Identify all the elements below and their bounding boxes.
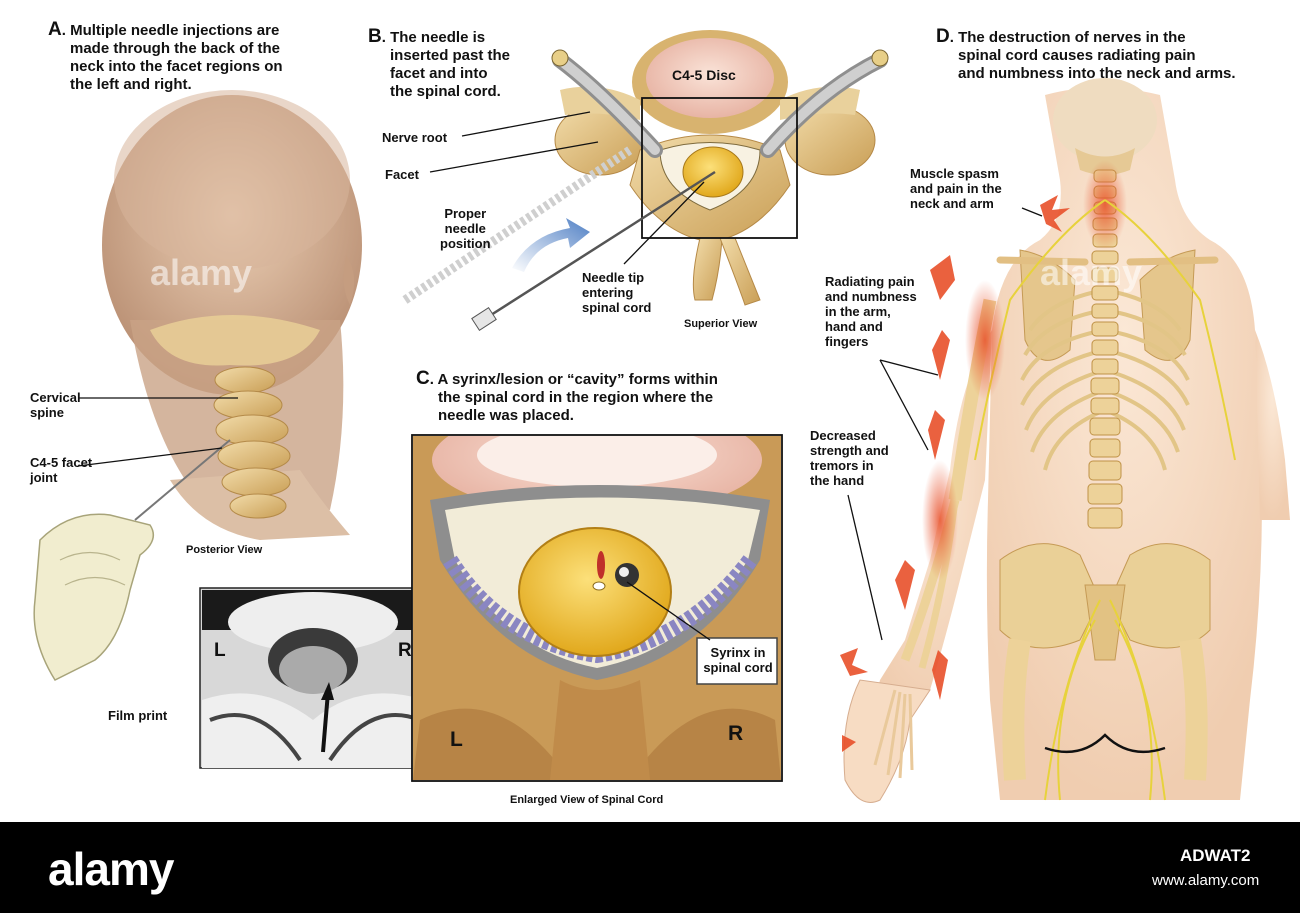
panel-b-letter: B (368, 26, 382, 47)
leader-nerve-root (461, 111, 591, 137)
label-radiating-pain: Radiating pain and numbness in the arm, … (825, 274, 917, 349)
caption-superior-view: Superior View (684, 318, 758, 330)
label-decreased-strength: Decreased strength and tremors in the ha… (810, 428, 889, 488)
label-needle-tip: Needle tip entering spinal cord (582, 270, 652, 315)
panel-b-heading: B. The needle is inserted past the facet… (368, 26, 511, 100)
label-facet: Facet (385, 167, 419, 182)
cord-left-marker: L (450, 728, 463, 751)
watermark-footer-bar (0, 822, 1300, 913)
panel-c-heading: C. A syrinx/lesion or “cavity” forms wit… (416, 368, 718, 424)
panel-a-heading: A. Multiple needle injections are made t… (48, 19, 283, 93)
panel-d-heading: D. The destruction of nerves in the spin… (936, 26, 1236, 82)
leader-syrinx (626, 581, 711, 641)
panel-a-letter: A (48, 19, 62, 40)
needle-figures (402, 146, 716, 332)
film-left-marker: L (214, 640, 226, 661)
head-posterior-figure (102, 90, 362, 540)
footer-url[interactable]: www.alamy.com (1152, 872, 1260, 889)
caption-posterior-view: Posterior View (186, 544, 263, 556)
leader-spasm (1021, 207, 1043, 217)
panel-d-letter: D (936, 26, 950, 47)
vertebra-superior-figure (551, 30, 889, 306)
film-right-marker: R (398, 640, 412, 661)
leader-facet (429, 141, 599, 173)
zoom-region-box (641, 97, 798, 239)
label-cervical-spine: Cervical spine (30, 390, 81, 420)
syrinx-label-box (696, 637, 778, 685)
leader-radiating-upper (879, 359, 939, 376)
pain-indicators (840, 195, 1070, 752)
leader-needle-tip (623, 181, 705, 265)
image-id: ADWAT2 (1180, 846, 1251, 865)
label-facet-joint: C4-5 facet joint (30, 455, 93, 485)
enlarged-cord-figure (411, 434, 783, 782)
body-posterior-figure (843, 78, 1290, 803)
caption-film-print: Film print (108, 708, 168, 723)
label-c45-disc: C4-5 Disc (672, 67, 736, 83)
label-nerve-root: Nerve root (382, 130, 448, 145)
caption-enlarged-view: Enlarged View of Spinal Cord (510, 794, 664, 806)
panel-c-letter: C (416, 368, 430, 389)
footer-logo: alamy (48, 843, 174, 895)
watermark-ghost-left: alamy (150, 252, 253, 293)
gloved-hand-with-needle (33, 439, 231, 681)
label-proper-needle-position: Proper needle position (440, 206, 491, 251)
leader-strength (847, 494, 883, 641)
watermark-ghost-right: alamy (1040, 252, 1143, 293)
leader-radiating-lower (879, 359, 929, 451)
leader-facet-joint (77, 447, 223, 467)
cord-right-marker: R (728, 722, 744, 745)
label-muscle-spasm: Muscle spasm and pain in the neck and ar… (910, 166, 1002, 211)
label-syrinx: Syrinx in spinal cord (703, 645, 773, 675)
mri-film-print (199, 587, 428, 769)
